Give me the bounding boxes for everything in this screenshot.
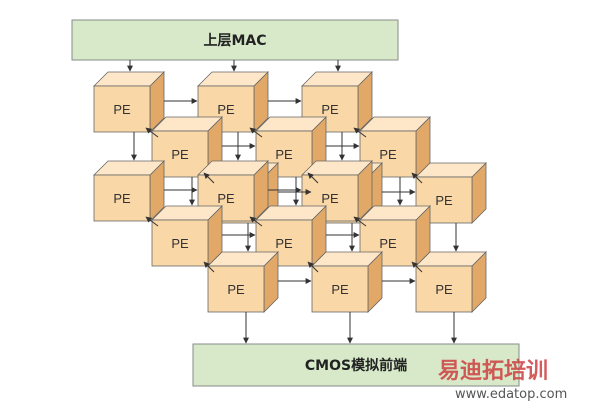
- pe-cube-front: [207, 265, 265, 313]
- pe-label: PE: [331, 282, 349, 297]
- pe-cube-l1-r1-c2: PE: [197, 71, 269, 133]
- pe-cube-front: [93, 174, 151, 222]
- watermark: 易迪拓培训 www.edatop.com: [438, 358, 567, 402]
- bottom-cmos-bar: [192, 343, 520, 387]
- bottom-cmos-label: CMOS模拟前端: [305, 357, 407, 374]
- pe-label: PE: [379, 236, 397, 251]
- arrow-diagonal: [249, 216, 263, 227]
- pe-cube-l3-r1-c3: PE: [415, 162, 487, 224]
- watermark-url: www.edatop.com: [455, 387, 567, 402]
- pe-label: PE: [227, 282, 245, 297]
- pe-cube-front: [151, 219, 209, 267]
- pe-cube-l3-r2-c1: PE: [207, 251, 279, 313]
- pe-cube-l2-r2-c1: PE: [151, 205, 223, 267]
- pe-cube-front: [93, 85, 151, 133]
- pe-cube-front: [311, 265, 369, 313]
- interconnect-arrows: [127, 60, 459, 344]
- pe-label: PE: [275, 147, 293, 162]
- pe-label: PE: [321, 102, 339, 117]
- pe-cube-front: [197, 85, 255, 133]
- pe-label: PE: [171, 147, 189, 162]
- watermark-brand: 易迪拓培训: [438, 358, 548, 384]
- pe-label: PE: [113, 102, 131, 117]
- pe-label: PE: [435, 282, 453, 297]
- pe-label: PE: [275, 236, 293, 251]
- arrow-diagonal: [203, 172, 215, 184]
- arrow-diagonal: [145, 216, 159, 227]
- pe-cube-l1-r2-c1: PE: [93, 160, 165, 222]
- pe-cube-l1-r1-c1: PE: [93, 71, 165, 133]
- pe-label: PE: [217, 191, 235, 206]
- pe-label: PE: [379, 147, 397, 162]
- arrow-diagonal: [249, 127, 263, 138]
- pe-cube-grid: PEPEPEPEPEPEPEPEPEPEPEPEPEPEPEPEPEPE: [93, 71, 487, 313]
- top-mac-block: 上层MAC: [71, 19, 399, 61]
- pe-cube-l3-r2-c3: PE: [415, 251, 487, 313]
- pe-cube-l1-r2-c3: PE: [301, 160, 373, 222]
- bottom-cmos-block: CMOS模拟前端: [192, 343, 520, 387]
- pe-cube-front: [415, 265, 473, 313]
- arrow-diagonal: [145, 127, 159, 138]
- pe-label: PE: [435, 193, 453, 208]
- arrow-diagonal: [353, 216, 367, 227]
- arrow-diagonal: [411, 172, 423, 184]
- top-mac-bar: [71, 19, 399, 61]
- pe-label: PE: [217, 102, 235, 117]
- arrow-diagonal: [203, 261, 215, 273]
- pe-label: PE: [171, 236, 189, 251]
- arrow-diagonal: [411, 261, 423, 273]
- pe-cube-l3-r2-c2: PE: [311, 251, 383, 313]
- pe-label: PE: [321, 191, 339, 206]
- arrow-diagonal: [307, 172, 319, 184]
- arrow-diagonal: [353, 127, 367, 138]
- arrow-diagonal: [307, 261, 319, 273]
- top-mac-label: 上层MAC: [203, 33, 266, 49]
- pe-label: PE: [113, 191, 131, 206]
